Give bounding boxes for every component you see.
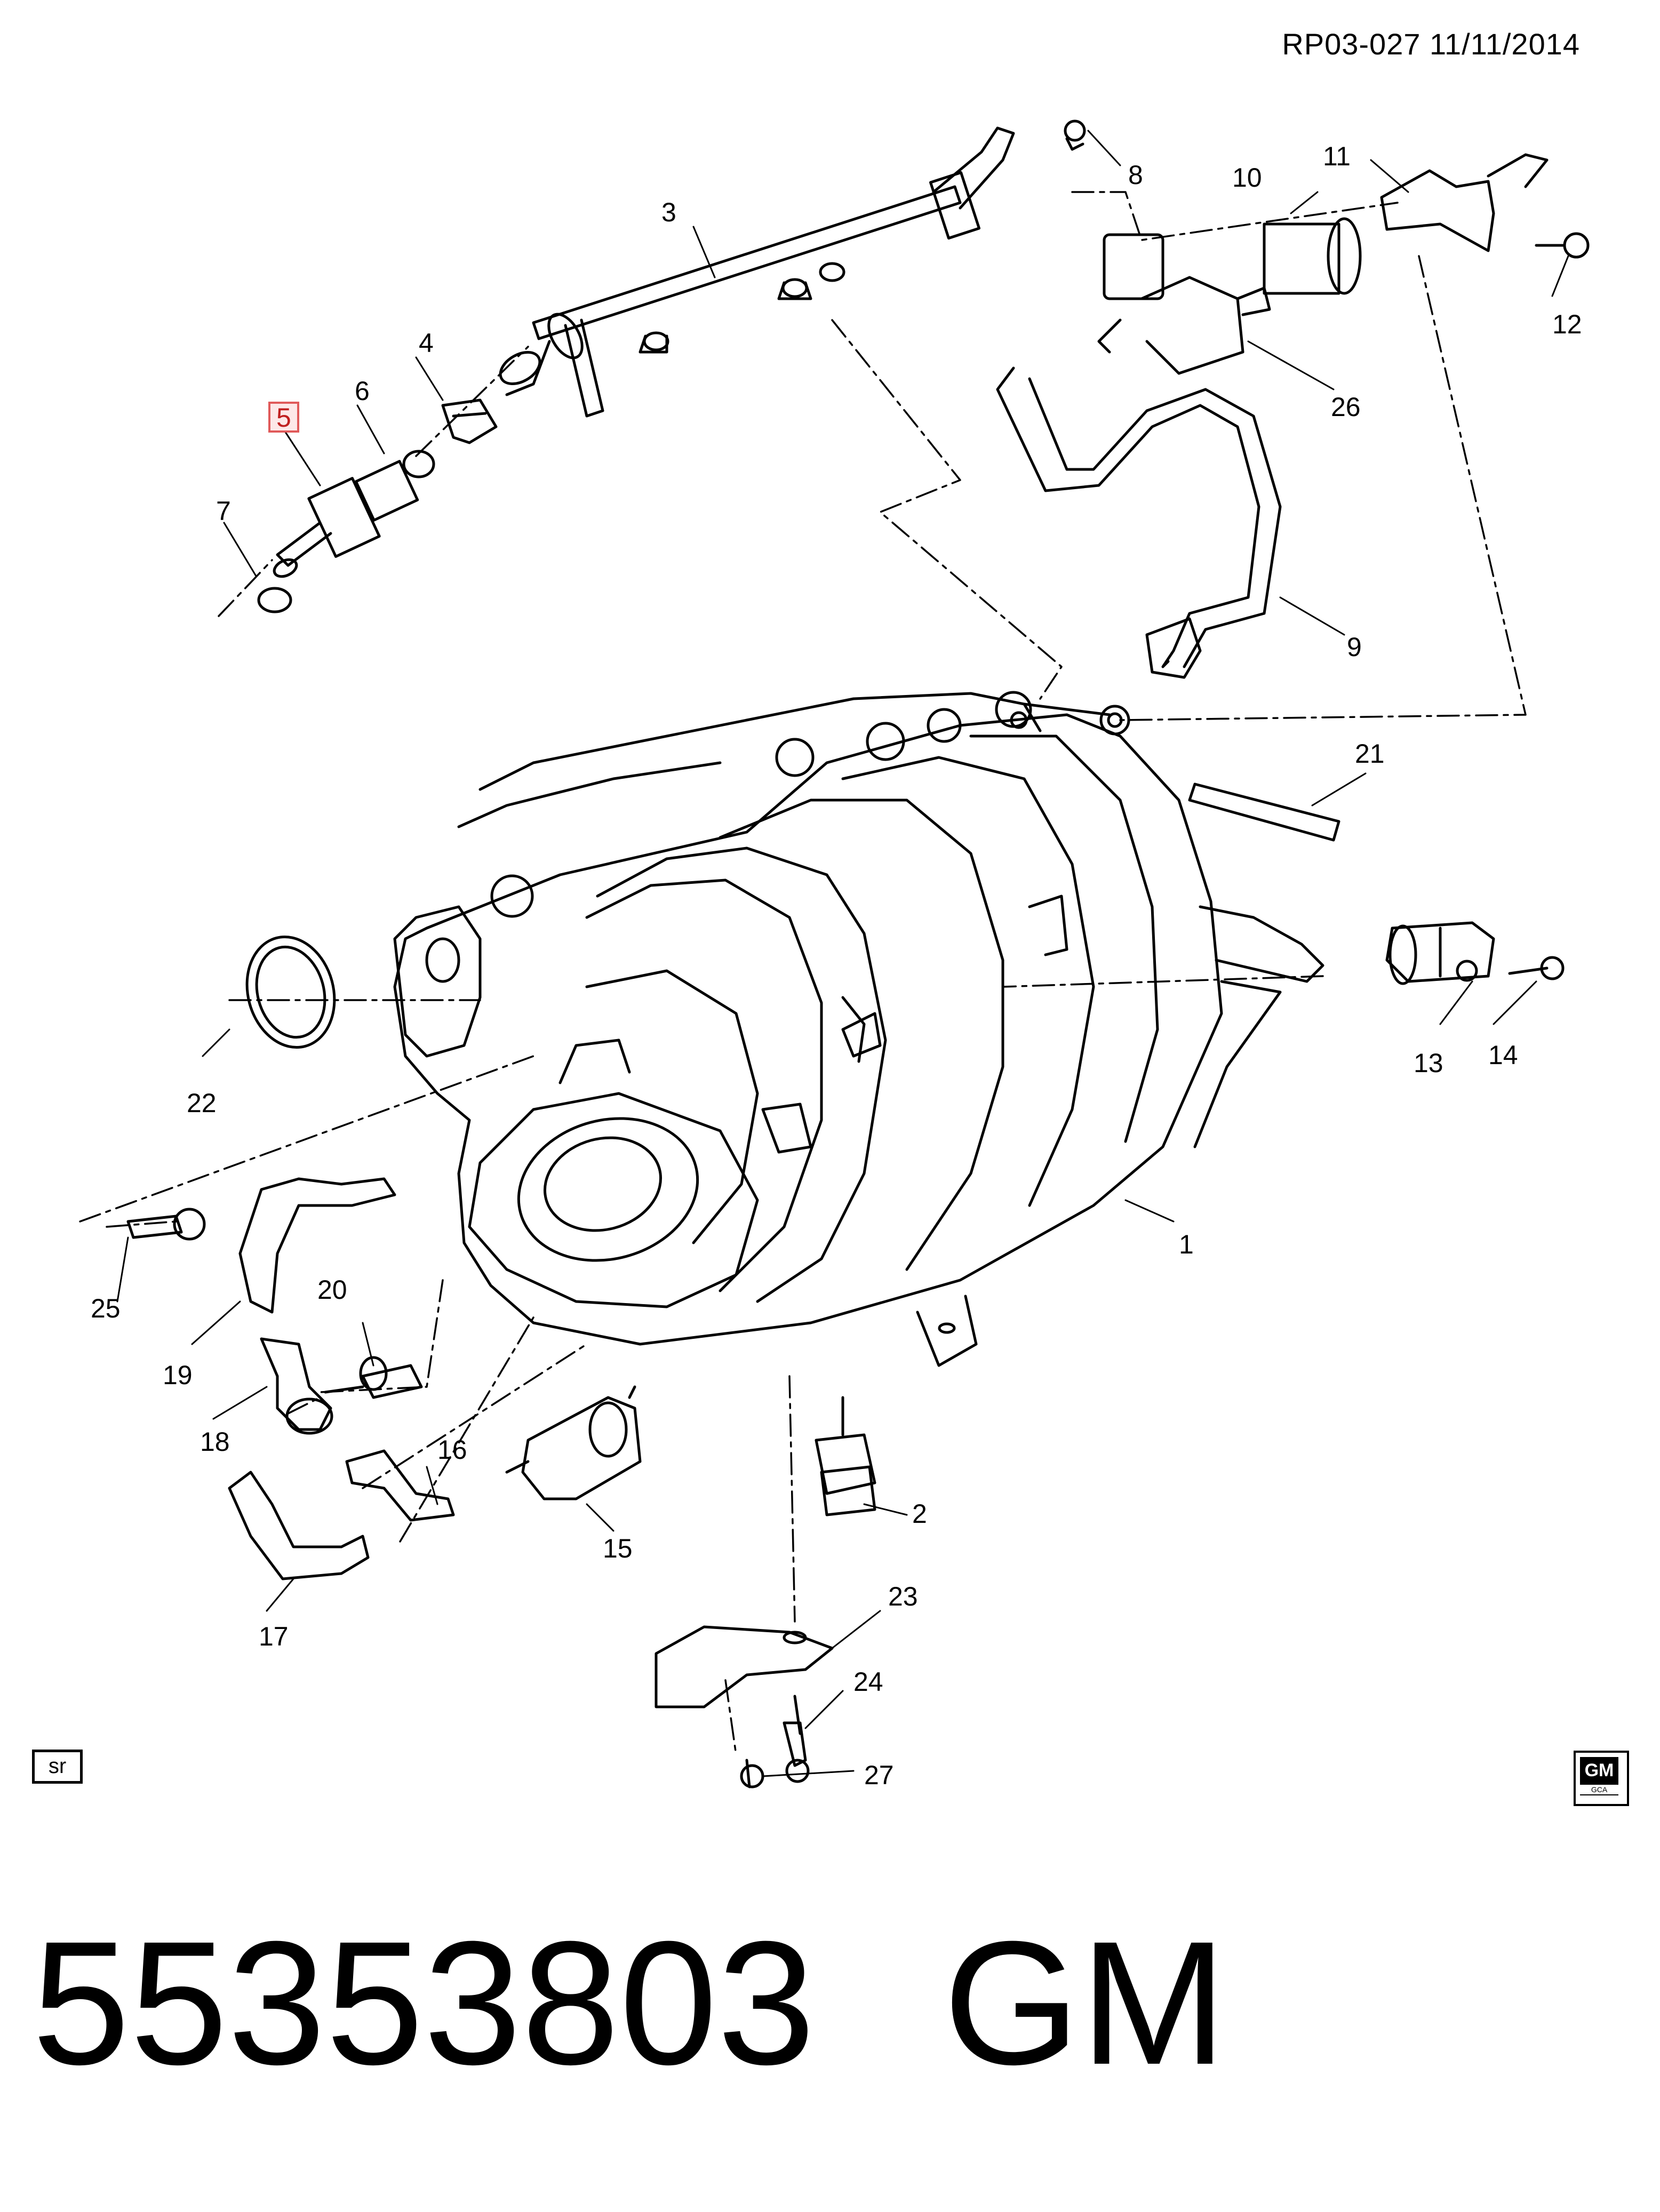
seal-7	[257, 587, 292, 613]
gm-logo-mark: GM GCA	[1580, 1757, 1618, 1795]
callout-25: 25	[91, 1293, 121, 1323]
gm-logo: GM GCA	[1574, 1751, 1629, 1806]
callout-7: 7	[216, 496, 231, 526]
gm-logo-subtext: GCA	[1580, 1785, 1618, 1794]
callout-16: 16	[437, 1435, 467, 1465]
fuel-rail	[499, 126, 1015, 418]
vacuum-hose	[996, 366, 1282, 679]
callout-5-highlight	[268, 402, 299, 433]
callout-19: 19	[163, 1360, 193, 1390]
diagram-reference: RP03-027 11/11/2014	[1282, 27, 1580, 61]
gm-logo-text: GM	[1584, 1760, 1614, 1780]
bolt-27	[740, 1759, 764, 1788]
o-ring-seals	[257, 450, 435, 613]
solenoid-valve	[505, 1385, 642, 1500]
callout-12: 12	[1552, 309, 1582, 339]
callout-5: 5	[276, 403, 291, 433]
callout-6: 6	[355, 376, 370, 406]
purge-valve	[1097, 233, 1271, 375]
callout-15: 15	[603, 1534, 633, 1563]
brand-name: GM	[943, 1904, 1227, 2101]
callout-23: 23	[888, 1582, 918, 1611]
throttle-gasket	[1188, 782, 1340, 842]
retainer-clip	[441, 398, 498, 444]
grommet-stud	[815, 1396, 876, 1516]
elbow-fitting	[260, 1337, 333, 1435]
intake-seal-ring	[245, 935, 336, 1049]
map-sensor	[1385, 921, 1565, 985]
callout-labels: 1 2 3 4 5 6 7 8 9 10 11 12 13 14 15 16 1…	[91, 141, 1582, 1790]
callout-24: 24	[853, 1667, 883, 1697]
callout-13: 13	[1414, 1048, 1443, 1078]
hose-17	[228, 1471, 370, 1580]
callout-20: 20	[317, 1275, 347, 1305]
bolt-25	[126, 1208, 206, 1241]
leader-lines	[116, 130, 1569, 1777]
sr-label: sr	[32, 1750, 83, 1784]
callout-22: 22	[187, 1088, 217, 1118]
callout-17: 17	[259, 1622, 289, 1651]
intake-manifold	[393, 691, 1324, 1367]
callout-10: 10	[1232, 163, 1262, 193]
callout-11: 11	[1323, 141, 1351, 171]
callout-18: 18	[200, 1427, 230, 1457]
bolt-8	[1064, 119, 1086, 151]
fuel-injector	[273, 460, 419, 578]
callout-1: 1	[1179, 1229, 1194, 1259]
callout-2: 2	[912, 1499, 927, 1529]
callout-26: 26	[1331, 392, 1361, 422]
callout-8: 8	[1128, 160, 1143, 190]
seal-6	[402, 450, 435, 478]
callout-4: 4	[419, 328, 434, 358]
hose-16	[345, 1449, 455, 1522]
callout-9: 9	[1347, 632, 1362, 662]
part-number: 55353803	[32, 1904, 816, 2101]
support-bracket	[655, 1625, 834, 1735]
pcv-valve	[324, 1356, 423, 1399]
callout-14: 14	[1488, 1040, 1518, 1070]
bolt-24	[783, 1721, 810, 1783]
callout-3: 3	[661, 197, 676, 227]
callout-27: 27	[864, 1760, 894, 1790]
bracket-assembly	[1263, 153, 1590, 295]
assembly-lines	[79, 191, 1527, 1756]
pcv-hose	[238, 1177, 396, 1314]
callout-21: 21	[1355, 739, 1385, 769]
